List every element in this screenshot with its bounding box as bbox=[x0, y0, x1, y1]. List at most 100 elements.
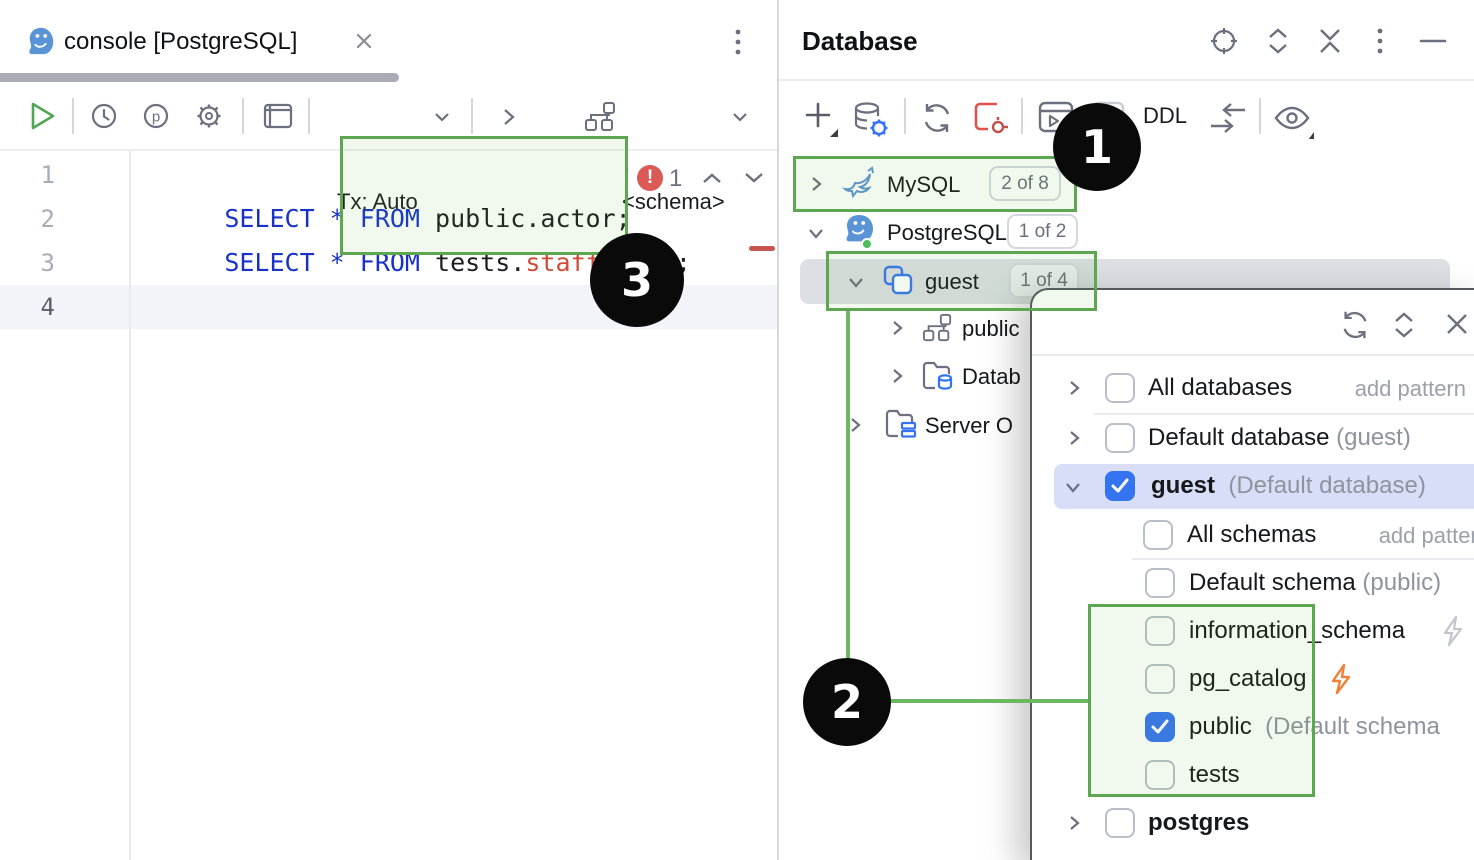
chevron-right-icon[interactable] bbox=[1066, 379, 1082, 397]
popup-row-divider bbox=[1132, 558, 1474, 560]
in-editor-results-icon[interactable] bbox=[263, 103, 293, 129]
tree-item-database-objects[interactable]: Datab bbox=[962, 364, 1021, 389]
chevron-down-icon[interactable] bbox=[807, 225, 825, 241]
row-label: Default schema (public) bbox=[1189, 569, 1441, 597]
checkbox[interactable] bbox=[1145, 568, 1175, 598]
folder-server-icon bbox=[884, 408, 918, 440]
chevron-right-icon[interactable] bbox=[889, 367, 905, 385]
disconnect-icon[interactable] bbox=[972, 100, 1010, 136]
line-number: 2 bbox=[40, 205, 55, 233]
tree-item-guest[interactable]: guest bbox=[925, 269, 979, 294]
callout-3: 3 bbox=[590, 233, 684, 327]
schema-chooser-popup: All databases add pattern Default databa… bbox=[1030, 288, 1474, 860]
popup-row-all-schemas[interactable]: All schemas add pattern bbox=[1032, 511, 1474, 559]
chevron-down-icon[interactable] bbox=[847, 274, 865, 290]
schema-diagram-icon bbox=[584, 101, 618, 133]
tab-close-icon[interactable] bbox=[354, 31, 374, 51]
checkbox[interactable] bbox=[1105, 373, 1135, 403]
add-pattern-link[interactable]: add pattern bbox=[1378, 523, 1474, 548]
row-label: public (Default schema bbox=[1189, 713, 1440, 741]
schema-select[interactable]: <schema> bbox=[622, 189, 725, 214]
popup-row-pg-catalog[interactable]: pg_catalog bbox=[1032, 655, 1474, 703]
chevron-right-icon[interactable] bbox=[889, 319, 905, 337]
row-label: guest (Default database) bbox=[1151, 472, 1426, 500]
chevron-right-icon[interactable] bbox=[501, 107, 517, 127]
collapse-all-icon[interactable] bbox=[1316, 26, 1344, 56]
chevron-right-icon[interactable] bbox=[808, 175, 824, 193]
chevron-down-icon[interactable] bbox=[1064, 479, 1082, 495]
history-icon[interactable] bbox=[90, 102, 118, 130]
pane-divider[interactable] bbox=[777, 0, 779, 860]
locate-object-icon[interactable] bbox=[1209, 26, 1239, 56]
row-label: All databases bbox=[1148, 374, 1293, 401]
tree-item-mysql[interactable]: MySQL bbox=[887, 172, 961, 197]
annotation-box-guest-row bbox=[826, 251, 1097, 311]
popup-row-public[interactable]: public (Default schema bbox=[1032, 703, 1474, 751]
chevron-right-icon[interactable] bbox=[1066, 429, 1082, 447]
chevron-down-icon[interactable] bbox=[730, 110, 750, 124]
checkbox-checked[interactable] bbox=[1145, 712, 1175, 742]
error-badge[interactable]: ! bbox=[637, 165, 663, 191]
row-label-text: public bbox=[1189, 713, 1252, 740]
settings-gear-icon[interactable] bbox=[195, 102, 223, 130]
checkbox[interactable] bbox=[1105, 808, 1135, 838]
prev-error-icon[interactable] bbox=[700, 170, 724, 186]
schema-diagram-icon bbox=[922, 313, 954, 343]
new-datasource-icon[interactable] bbox=[804, 101, 840, 137]
badge-text: 1 of 4 bbox=[1020, 269, 1068, 291]
tree-item-postgresql[interactable]: PostgreSQL bbox=[887, 220, 1007, 245]
popup-row-default-schema[interactable]: Default schema (public) bbox=[1032, 559, 1474, 607]
annotation-box-editor-selection bbox=[340, 136, 628, 255]
hide-panel-icon[interactable] bbox=[1419, 38, 1447, 44]
row-label-text: guest bbox=[1151, 472, 1216, 499]
postgresql-logo-icon bbox=[26, 26, 56, 56]
popup-row-guest[interactable]: guest (Default database) bbox=[1032, 462, 1474, 510]
popup-row-postgres[interactable]: postgres bbox=[1032, 799, 1474, 847]
chevron-right-icon[interactable] bbox=[847, 416, 863, 434]
refresh-icon[interactable] bbox=[919, 100, 955, 136]
popup-row-information-schema[interactable]: information_schema bbox=[1032, 607, 1474, 655]
annotation-box-mysql-row bbox=[793, 156, 1077, 212]
error-stripe-mark[interactable] bbox=[749, 246, 775, 251]
expand-collapse-icon[interactable] bbox=[1264, 26, 1292, 56]
popup-close-icon[interactable] bbox=[1444, 311, 1470, 337]
row-label: Default database (guest) bbox=[1148, 424, 1411, 452]
datasource-properties-icon[interactable] bbox=[851, 100, 891, 140]
annotation-connector-vertical bbox=[846, 311, 850, 659]
editor-kebab-menu-icon[interactable] bbox=[733, 28, 743, 56]
popup-row-all-databases[interactable]: All databases add pattern bbox=[1032, 364, 1474, 412]
chevron-down-icon[interactable] bbox=[432, 110, 452, 124]
ddl-sync-arrows-icon[interactable] bbox=[1209, 100, 1247, 136]
toolbar-bottom-divider bbox=[0, 149, 778, 151]
editor-tab-title[interactable]: console [PostgreSQL] bbox=[64, 28, 298, 55]
popup-expand-icon[interactable] bbox=[1390, 310, 1418, 340]
ddl-mapping-button[interactable]: DDL bbox=[1143, 103, 1188, 128]
database-panel: Database bbox=[779, 0, 1474, 860]
popup-row-default-database[interactable]: Default database (guest) bbox=[1032, 414, 1474, 462]
run-button[interactable] bbox=[28, 100, 58, 132]
gutter-divider bbox=[129, 151, 131, 860]
next-error-icon[interactable] bbox=[742, 170, 766, 186]
toolbar-divider bbox=[72, 98, 74, 134]
view-options-eye-icon[interactable] bbox=[1273, 103, 1317, 139]
tree-item-server-objects[interactable]: Server O bbox=[925, 413, 1014, 438]
annotation-connector-horizontal bbox=[888, 699, 1088, 703]
chevron-right-icon[interactable] bbox=[1066, 814, 1082, 832]
tab-underline[interactable] bbox=[0, 73, 399, 82]
row-label: tests bbox=[1189, 761, 1240, 788]
toolbar-divider bbox=[242, 98, 244, 134]
popup-refresh-icon[interactable] bbox=[1338, 308, 1372, 342]
checkbox[interactable] bbox=[1105, 423, 1135, 453]
checkbox[interactable] bbox=[1145, 616, 1175, 646]
parameters-icon[interactable]: p bbox=[142, 102, 170, 130]
popup-row-tests[interactable]: tests bbox=[1032, 751, 1474, 799]
checkbox[interactable] bbox=[1145, 664, 1175, 694]
checkbox[interactable] bbox=[1143, 520, 1173, 550]
checkbox[interactable] bbox=[1145, 760, 1175, 790]
panel-kebab-menu-icon[interactable] bbox=[1375, 27, 1385, 55]
row-label-text: Default database bbox=[1148, 424, 1330, 451]
checkbox-checked[interactable] bbox=[1105, 471, 1135, 501]
add-pattern-link[interactable]: add pattern bbox=[1354, 376, 1466, 401]
tree-item-public-schema[interactable]: public bbox=[962, 316, 1020, 341]
